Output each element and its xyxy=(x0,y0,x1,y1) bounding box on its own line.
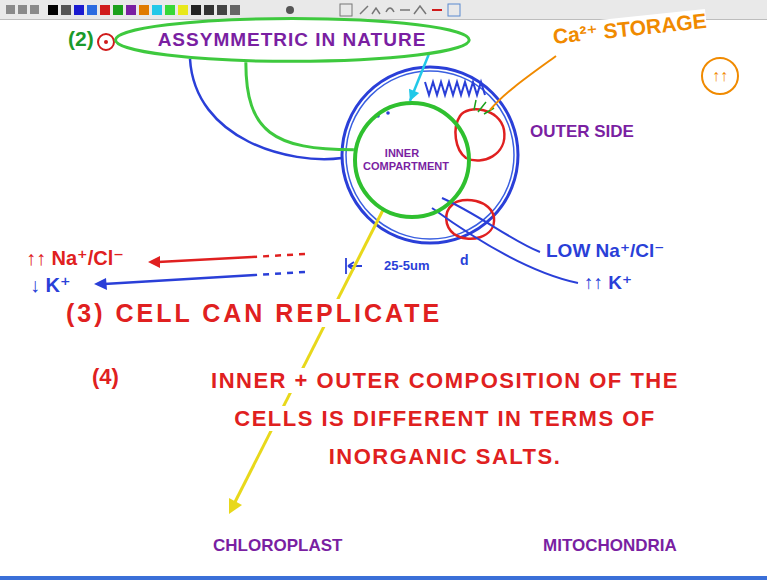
cell-membrane xyxy=(342,67,518,243)
toolbar xyxy=(448,4,460,16)
toolbar xyxy=(191,5,201,15)
bottom-bar xyxy=(0,576,767,580)
membrane-hatch xyxy=(425,82,485,95)
label-box: MITOCHONDRIA xyxy=(543,536,677,556)
size-note: 25-5um xyxy=(384,258,430,273)
toolbar xyxy=(6,5,15,14)
ion-arrow xyxy=(255,272,305,275)
cell-membrane xyxy=(342,67,518,243)
label-box: ↓ K⁺ xyxy=(30,273,71,297)
organelle-name: MITOCHONDRIA xyxy=(543,536,677,555)
ion-note: ↑↑ K⁺ xyxy=(584,272,632,293)
ellipse-to-cell-line xyxy=(190,59,342,159)
label-box: ↑↑ K⁺ xyxy=(584,272,632,295)
point-text: INNER + OUTER COMPOSITION OF THE CELLS I… xyxy=(211,368,679,469)
label-box: (3) CELL CAN REPLICATE xyxy=(66,298,442,328)
ion-arrow xyxy=(158,257,252,262)
cell-membrane xyxy=(346,71,514,239)
node-text-group: INNER COMPARTMENT xyxy=(363,147,441,172)
circled-dot-symbol xyxy=(104,40,108,44)
toolbar xyxy=(286,6,294,14)
ion-arrow xyxy=(94,278,107,290)
arrow-head xyxy=(409,89,419,101)
ion-arrow xyxy=(148,256,160,268)
toolbar xyxy=(139,5,149,15)
label-box: d xyxy=(460,252,469,269)
toolbar xyxy=(178,5,188,15)
ion-note: LOW Na⁺/Cl⁻ xyxy=(546,240,664,261)
bottom-bar xyxy=(0,576,767,580)
label-box: (4) xyxy=(92,364,119,390)
region-name: OUTER SIDE xyxy=(530,122,634,141)
toolbar xyxy=(217,5,227,15)
inner-compartment-circle: INNER COMPARTMENT xyxy=(353,101,471,219)
node-outline xyxy=(355,103,469,217)
inner-dots xyxy=(386,111,390,115)
ion-note: ↑↑ Na⁺/Cl⁻ xyxy=(26,247,124,269)
toolbar xyxy=(48,5,58,15)
toolbar xyxy=(432,9,442,11)
point-text: (3) CELL CAN REPLICATE xyxy=(66,299,442,327)
toolbar xyxy=(165,5,175,15)
pointer-arrow xyxy=(229,498,242,514)
connector xyxy=(409,55,429,101)
item-number: (2) xyxy=(68,27,94,50)
label-box: CHLOROPLAST xyxy=(213,536,342,556)
organelle-blob xyxy=(474,100,494,114)
toolbar xyxy=(74,5,84,15)
connector-line xyxy=(410,55,429,101)
connector xyxy=(246,62,354,150)
topic-ellipse: ASSYMMETRIC IN NATURE xyxy=(114,17,471,63)
toolbar xyxy=(61,5,71,15)
label-box: ↑↑ Na⁺/Cl⁻ xyxy=(26,246,124,270)
toolbar xyxy=(230,5,240,15)
size-note: d xyxy=(460,252,469,268)
increase-mark: ↑↑ xyxy=(712,67,728,84)
ion-arrow xyxy=(104,275,255,284)
node-text-group: ASSYMMETRIC IN NATURE xyxy=(158,29,427,51)
ion-arrow xyxy=(252,254,305,257)
node-label: ASSYMMETRIC IN NATURE xyxy=(158,29,427,51)
label-box: Ca²⁺ STORAGE xyxy=(552,8,708,49)
label-box: ↑↑ xyxy=(712,66,728,85)
toolbar xyxy=(126,5,136,15)
ion-arrow xyxy=(94,254,305,290)
connector-line xyxy=(246,62,354,150)
toolbar xyxy=(340,4,352,16)
membrane-hatch xyxy=(425,82,485,95)
storage-note: Ca²⁺ STORAGE xyxy=(552,9,708,48)
toolbar xyxy=(152,5,162,15)
storage-leader xyxy=(702,58,738,94)
toolbar xyxy=(18,5,27,14)
node-outline xyxy=(115,19,469,62)
storage-leader xyxy=(490,56,738,110)
ion-note: ↓ K⁺ xyxy=(30,274,71,296)
label-box: 25-5um xyxy=(384,258,430,274)
circled-dot-symbol xyxy=(98,34,114,50)
toolbar xyxy=(360,6,426,14)
toolbar xyxy=(87,5,97,15)
toolbar xyxy=(204,5,214,15)
circled-dot-symbol xyxy=(98,34,114,50)
node-label: INNER COMPARTMENT xyxy=(363,147,441,172)
label-box: INNER + OUTER COMPOSITION OF THE CELLS I… xyxy=(185,362,705,476)
ellipse-to-cell-line xyxy=(190,59,342,159)
storage-leader xyxy=(490,56,556,110)
toolbar xyxy=(100,5,110,15)
toolbar xyxy=(30,5,39,14)
item-number: (4) xyxy=(92,364,119,389)
label-box: OUTER SIDE xyxy=(530,122,634,142)
organelle-name: CHLOROPLAST xyxy=(213,536,342,555)
label-box: LOW Na⁺/Cl⁻ xyxy=(546,240,664,263)
label-box: (2) xyxy=(68,26,94,51)
toolbar xyxy=(113,5,123,15)
